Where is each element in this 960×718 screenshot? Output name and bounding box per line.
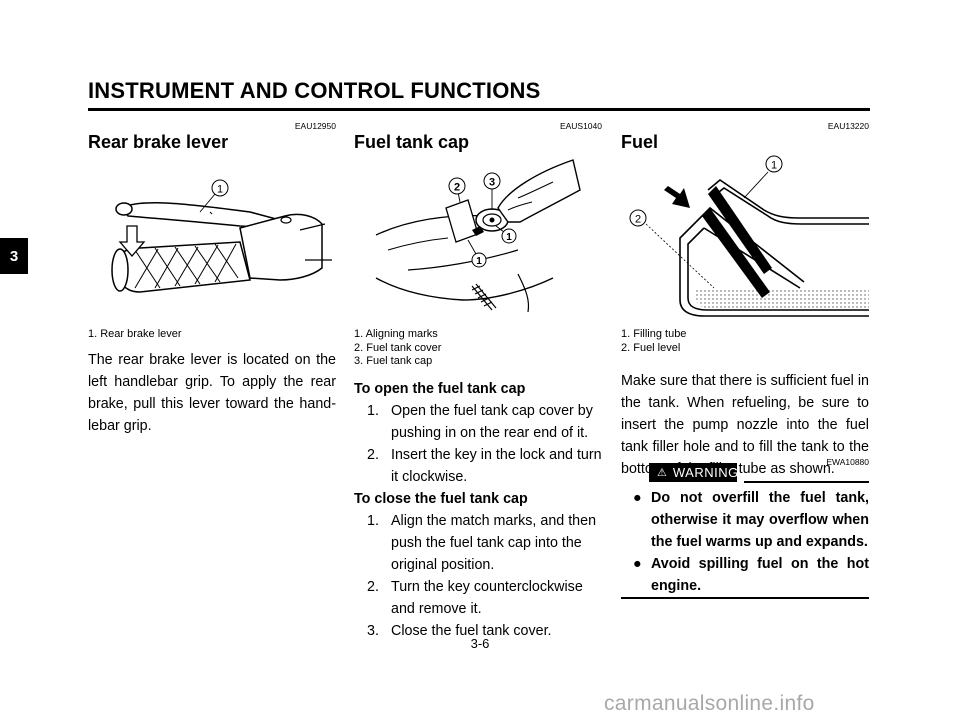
close-step-3: 3.Close the fuel tank cover.: [367, 623, 552, 639]
header-rule: [88, 108, 870, 111]
fuel-caption-1: 1. Filling tube: [621, 328, 687, 340]
rear-brake-title: Rear brake lever: [88, 132, 229, 152]
warning-code: EWA10880: [826, 457, 869, 467]
chapter-tab: 3: [0, 238, 28, 274]
close-step-1: 1.Align the match marks, and then push t…: [367, 513, 597, 573]
close-step-2: 2.Turn the key counterclockwise and remo…: [367, 579, 583, 617]
warning-top-rule: [744, 481, 869, 483]
warning-label-box: ⚠ WARNING: [649, 463, 739, 482]
warning-bottom-rule: [621, 597, 869, 599]
open-cap-steps: 1.Open the fuel tank cap cover by pushin…: [354, 400, 602, 488]
warning-item-1: ●Do not overfill the fuel tank, otherwis…: [633, 490, 869, 550]
open-step-2: 2.Insert the key in the lock and turn it…: [367, 447, 602, 485]
fuel-tank-cap-callout-1a: 1: [506, 232, 512, 243]
fuel-captions: 1. Filling tube 2. Fuel level: [621, 328, 869, 355]
fuel-tank-cap-illustration: 2 3 1 1: [375, 159, 581, 313]
fuel-tank-cap-callout-1b: 1: [476, 256, 482, 267]
fuel-tank-cap-code: EAUS1040: [559, 121, 602, 131]
page-header-title: INSTRUMENT AND CONTROL FUNCTIONS: [88, 78, 541, 103]
fuel-callout-1: 1: [771, 160, 777, 172]
rear-brake-code: EAU12950: [294, 121, 336, 131]
fuel-tank-cap-captions: 1. Aligning marks 2. Fuel tank cover 3. …: [354, 328, 602, 369]
fuel-callout-2: 2: [635, 214, 641, 226]
fuel-tank-cap-callout-2: 2: [454, 182, 460, 194]
watermark: carmanualsonline.info: [604, 692, 815, 715]
warning-triangle-icon: ⚠: [657, 467, 667, 479]
fuel-tank-cap-caption-2: 2. Fuel tank cover: [354, 341, 442, 354]
fuel-tank-cap-callout-3: 3: [489, 177, 495, 189]
open-step-1: 1.Open the fuel tank cap cover by pushin…: [367, 403, 593, 441]
rear-brake-caption-1: 1. Rear brake lever: [88, 328, 182, 340]
warning-item-2: ●Avoid spilling fuel on the hot engine.: [633, 556, 869, 594]
page-number: 3-6: [470, 636, 490, 651]
chapter-tab-label: 3: [9, 247, 19, 265]
rear-brake-body: The rear brake lever is located on the l…: [88, 352, 336, 434]
warning-items: ●Do not overfill the fuel tank, otherwis…: [621, 487, 869, 597]
rear-brake-lever-illustration: 1: [111, 179, 332, 293]
open-cap-heading: To open the fuel tank cap: [354, 381, 526, 397]
close-cap-steps: 1.Align the match marks, and then push t…: [354, 510, 602, 642]
fuel-tank-cap-title: Fuel tank cap: [354, 132, 470, 152]
warning-code-row: EWA10880: [621, 457, 869, 467]
fuel-tank-cap-instructions: To open the fuel tank cap 1.Open the fue…: [354, 378, 602, 642]
close-cap-heading: To close the fuel tank cap: [354, 491, 528, 507]
fuel-caption-2: 2. Fuel level: [621, 341, 681, 354]
warning-label: WARNING: [672, 465, 739, 480]
fuel-tank-cap-caption-3: 3. Fuel tank cap: [354, 355, 433, 367]
fuel-code: EAU13220: [827, 121, 869, 131]
fuel-title: Fuel: [621, 132, 659, 152]
fuel-level-illustration: 1 2: [629, 155, 869, 317]
fuel-tank-cap-caption-1: 1. Aligning marks: [354, 328, 438, 340]
rear-brake-callout-1: 1: [217, 184, 223, 196]
